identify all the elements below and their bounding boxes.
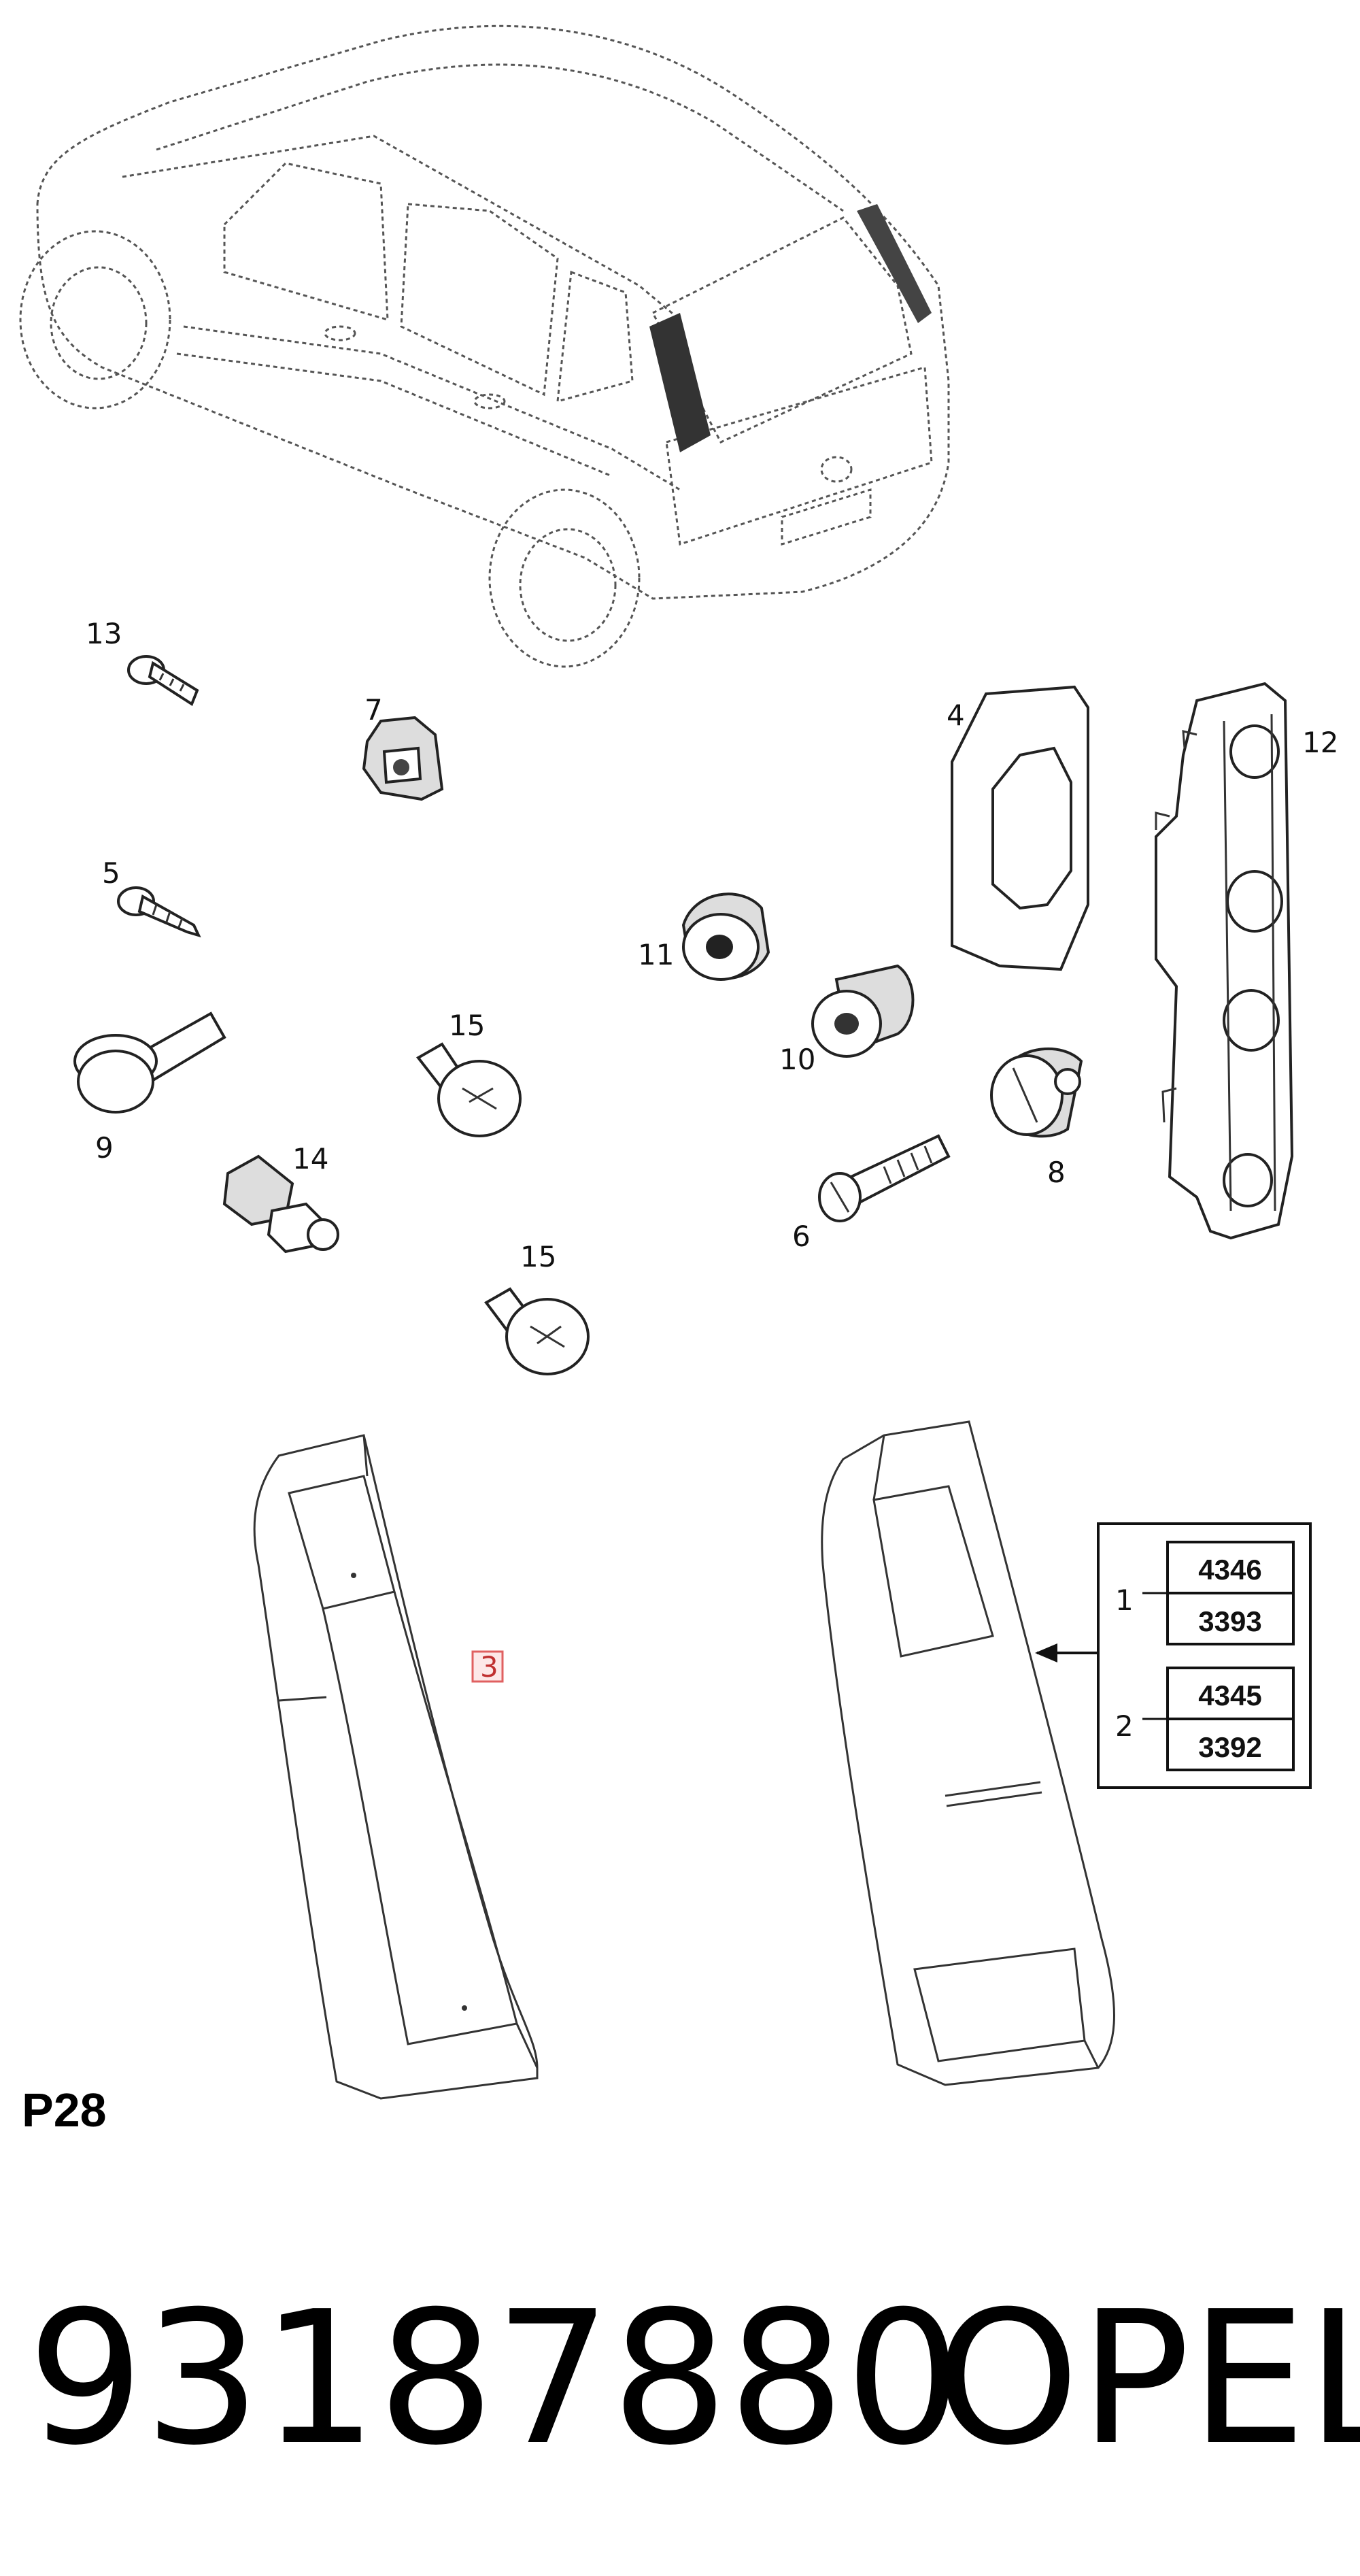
- variant-1-code-bottom: 3393: [1198, 1605, 1261, 1637]
- car-tail-lamp-right: [857, 204, 932, 323]
- callout-8: 8: [1047, 1156, 1066, 1189]
- variant-1-code-top: 4346: [1198, 1554, 1261, 1586]
- part-6-bolt: [818, 1134, 951, 1222]
- part-12-bulb-carrier: [1155, 682, 1294, 1240]
- callout-3: 3: [480, 1650, 498, 1684]
- callout-13: 13: [86, 617, 122, 650]
- part-7-clip: [362, 716, 444, 801]
- variant-2-label: 2: [1115, 1709, 1134, 1743]
- part-number: 93187880: [27, 2271, 962, 2486]
- callout-14: 14: [292, 1142, 328, 1175]
- part-4-gasket: [951, 685, 1089, 971]
- tail-lamp-left: [253, 1434, 539, 2100]
- callout-6: 6: [792, 1220, 811, 1253]
- variant-1-label: 1: [1115, 1584, 1134, 1617]
- variant-arrow-head: [1035, 1643, 1057, 1662]
- callout-12: 12: [1302, 726, 1338, 759]
- variant-2-code-top: 4345: [1198, 1679, 1261, 1711]
- part-15-bulb-lower: [484, 1287, 590, 1375]
- page-code: P28: [22, 2084, 107, 2137]
- callout-5: 5: [102, 856, 120, 890]
- part-10-plug: [811, 964, 915, 1058]
- callout-9: 9: [95, 1131, 114, 1165]
- car-illustration: [19, 24, 950, 668]
- callout-4: 4: [947, 699, 965, 732]
- callout-15-lower: 15: [520, 1240, 556, 1273]
- tail-lamp-right: [821, 1420, 1115, 2086]
- part-5-screw: [117, 886, 201, 938]
- part-13-screw: [127, 655, 199, 706]
- part-14-socket: [222, 1154, 339, 1254]
- part-11-grommet: [681, 892, 770, 981]
- part-9-pin: [73, 1011, 226, 1114]
- callout-15-upper: 15: [449, 1009, 485, 1042]
- part-8-nut: [990, 1047, 1083, 1138]
- callout-3-box: [471, 1650, 504, 1683]
- callout-10: 10: [779, 1043, 815, 1076]
- variant-table: 1 4346 3393 2 4345 3392: [1097, 1522, 1312, 1789]
- variant-2-code-bottom: 3392: [1198, 1731, 1261, 1763]
- callout-7: 7: [364, 693, 383, 726]
- part-15-bulb-upper: [416, 1042, 522, 1137]
- brand-name: OPEL: [935, 2271, 1360, 2486]
- car-tail-lamp-left: [649, 313, 711, 452]
- callout-11: 11: [638, 938, 674, 971]
